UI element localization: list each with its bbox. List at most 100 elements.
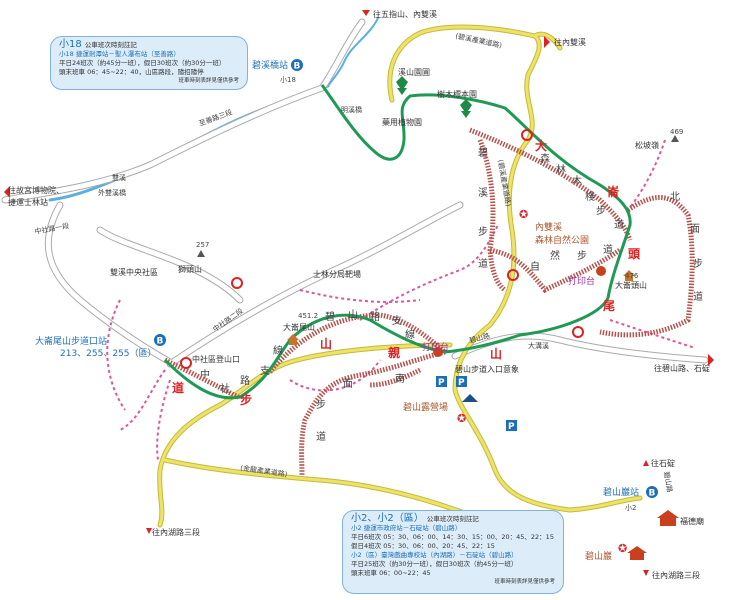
pink-trails [106, 139, 696, 461]
svg-text:溪: 溪 [478, 187, 488, 199]
schedule-text: 平日24班次（約45分一班），假日30班次（約30分一班） [59, 59, 226, 67]
peak-elevation: 469 [670, 128, 683, 136]
place-label: 雙溪中央社區 [110, 267, 158, 277]
svg-text:大: 大 [535, 138, 547, 153]
svg-text:道: 道 [693, 290, 703, 303]
trailhead-label: 中社區登山口 [192, 354, 240, 364]
schedule-text: 假日4班次 05：30、06：00、20：45、22：15 [351, 542, 495, 550]
creek-label: 大溝溪 [528, 341, 549, 350]
svg-text:線: 線 [273, 344, 283, 357]
peak-elevation: 257 [196, 241, 209, 249]
stamp-station-icon [433, 266, 606, 357]
svg-text:路: 路 [240, 374, 250, 387]
svg-text:步: 步 [316, 399, 326, 411]
bus-route-label: 213、255、255（區） [60, 348, 157, 359]
bus-stop-label[interactable]: 大崙尾山步道口站 [35, 335, 107, 347]
svg-text:棧: 棧 [585, 190, 595, 203]
pavilion-icon [287, 270, 635, 345]
svg-text:B: B [294, 62, 301, 72]
bixi-trail-label: 碧 溪 步 道 [478, 147, 488, 270]
svg-text:道: 道 [478, 257, 488, 270]
nature-trail-label: 自 然 步 道 [530, 243, 613, 273]
bus-18-timetable: 小18 公車班次時刻註記 小18 捷運劍潭站－聖人瀑布站（至善路） 平日24班次… [50, 36, 248, 90]
svg-text:✪: ✪ [618, 542, 627, 555]
svg-text:P: P [458, 378, 465, 388]
timetable-note: 班車時刻表詳見僅供參考 [494, 579, 555, 585]
bus-stop-label[interactable]: 碧山巖站 [603, 486, 639, 498]
svg-text:步: 步 [693, 258, 703, 270]
yellow-roads [157, 24, 643, 528]
svg-text:北: 北 [670, 191, 680, 203]
tent-icon [462, 394, 478, 402]
place-label: 溪山園圃 [398, 67, 430, 77]
svg-text:✪: ✪ [519, 208, 528, 221]
svg-text:社: 社 [220, 382, 230, 395]
place-label: 明溪橋 [341, 105, 362, 114]
place-label: 藥用植物園 [382, 117, 422, 127]
peak-elevation: 451.2 [298, 312, 318, 320]
bus-stop-label[interactable]: 碧溪橋站 [252, 59, 288, 71]
svg-text:自: 自 [530, 260, 540, 273]
direction-label: 捷運士林站 [8, 197, 48, 207]
peak-label: 大崙尾山 [283, 322, 315, 332]
svg-text:B: B [649, 489, 656, 499]
svg-text:尾: 尾 [603, 299, 615, 313]
svg-text:支: 支 [260, 365, 270, 377]
route-text: 小2（區）臺灣戲曲專校站（內湖路）－石碇站（碧山路） [351, 551, 518, 559]
bus-stop-icon[interactable]: B [154, 334, 166, 347]
main-trail-label: 大 崙 頭 尾 山 親 山 步 道 [172, 138, 641, 407]
timetable-title: 小18 [59, 39, 82, 50]
peak-label: 大崙頭山 [615, 280, 647, 290]
bus-route-label: 小2 [625, 503, 636, 512]
gray-roads [1, 18, 709, 368]
stamp-station-label: 打印台 [422, 341, 449, 353]
bus-stop-icon[interactable]: B [291, 59, 303, 72]
svg-text:碧: 碧 [478, 147, 488, 159]
north-trail-label: 北 面 步 道 [670, 191, 703, 303]
svg-text:山: 山 [348, 309, 358, 321]
svg-text:道: 道 [614, 218, 624, 231]
svg-text:道: 道 [603, 243, 613, 256]
direction-arrow-icon [4, 10, 714, 576]
temple-label: 碧山巖 [585, 550, 612, 562]
svg-text:支: 支 [392, 315, 402, 327]
road-label: (碧溪產業道路) [455, 31, 504, 50]
svg-text:面: 面 [690, 224, 700, 235]
south-trail-label: 南 面 步 道 [316, 372, 405, 443]
park-label: 內雙溪 [535, 221, 562, 233]
svg-text:木: 木 [572, 175, 582, 187]
parking-icon: P [506, 420, 517, 432]
svg-text:P: P [438, 378, 445, 388]
peak-label: 松坡嶺 [635, 140, 659, 150]
direction-label: 往內湖路三段 [152, 527, 200, 537]
svg-text:B: B [157, 337, 164, 347]
direction-label: 往內湖路三段 [652, 570, 700, 580]
bus-2-timetable: 小2、小2（區） 公車班次時刻註記 小2 捷運市政府站－石碇站（碧山路） 平日6… [342, 510, 564, 594]
svg-text:森: 森 [540, 152, 550, 165]
tree-icon [396, 76, 472, 118]
bus-stop-icon[interactable]: B [646, 486, 658, 499]
svg-text:線: 線 [405, 328, 415, 341]
svg-text:頭: 頭 [628, 247, 641, 261]
zhongshe-branch-label: 中 社 路 支 線 [200, 344, 283, 395]
place-label: 士林分局靶場 [313, 269, 361, 279]
star-icon: ✪ ✪ ✪ [457, 208, 627, 555]
svg-text:面: 面 [343, 379, 353, 390]
schedule-text: 頭末班車 06：45∼22：40，山區路段，隨招隨停 [59, 68, 204, 76]
svg-text:山: 山 [320, 336, 332, 351]
svg-text:南: 南 [395, 372, 405, 385]
svg-text:路: 路 [370, 310, 380, 323]
svg-text:山: 山 [490, 346, 502, 361]
parking-icon: P [456, 376, 467, 388]
svg-text:碧: 碧 [325, 311, 335, 323]
svg-text:✪: ✪ [457, 412, 466, 425]
svg-text:步: 步 [577, 250, 587, 262]
peak-icon [197, 135, 679, 257]
direction-label: 往五指山、內雙溪 [373, 9, 437, 19]
svg-text:道: 道 [316, 430, 326, 443]
svg-text:P: P [508, 422, 515, 432]
schedule-text: 頭末班車 06：00∼22：45 [351, 569, 431, 577]
place-label: 樹木標本園 [437, 89, 477, 99]
peak-elevation: 476 [625, 272, 639, 280]
